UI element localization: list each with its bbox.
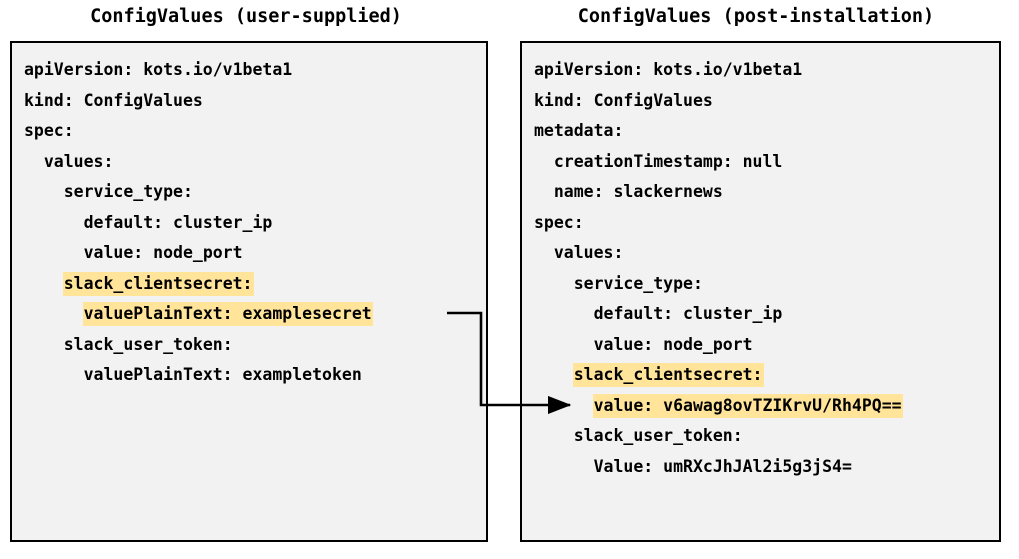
code-text-highlighted: valuePlainText: examplesecret: [82, 302, 373, 326]
code-text: Value: umRXcJhJAl2i5g3jS4=: [593, 456, 852, 476]
code-indent: [534, 426, 574, 445]
code-text-highlighted: value: v6awag8ovTZIKrvU/Rh4PQ==: [592, 393, 903, 418]
code-line: creationTimestamp: null: [534, 147, 999, 178]
code-indent: [24, 365, 84, 384]
code-line: valuePlainText: exampletoken: [24, 360, 486, 391]
code-text: value: node_port: [593, 334, 753, 354]
code-indent: [24, 243, 84, 262]
code-text: slack_user_token:: [63, 334, 233, 354]
code-text: value: node_port: [83, 243, 243, 262]
code-indent: [534, 152, 554, 171]
panel-user-supplied: ConfigValues (user-supplied) apiVersion:…: [0, 0, 492, 559]
code-line: name: slackernews: [534, 177, 999, 208]
code-line: kind: ConfigValues: [24, 86, 486, 117]
code-text: kind: ConfigValues: [534, 90, 713, 110]
code-text: spec:: [24, 121, 74, 140]
code-indent: [534, 243, 554, 262]
code-lines-post-installation: apiVersion: kots.io/v1beta1 kind: ConfigV…: [534, 55, 999, 482]
code-text: kind: ConfigValues: [24, 90, 203, 110]
code-text: default: cluster_ip: [593, 304, 783, 323]
code-line: spec:: [24, 116, 486, 147]
panel-title-post-installation: ConfigValues (post-installation): [577, 6, 935, 27]
code-line: Value: umRXcJhJAl2i5g3jS4=: [534, 452, 999, 483]
code-line: spec:: [534, 208, 999, 239]
code-indent: [24, 152, 44, 171]
code-text: apiVersion: kots.io/v1beta1: [24, 60, 293, 79]
code-text: service_type:: [63, 182, 193, 201]
code-text: values:: [43, 151, 114, 171]
code-text: creationTimestamp: null: [553, 151, 783, 171]
code-line: values:: [24, 147, 486, 178]
code-line: default: cluster_ip: [24, 208, 486, 239]
code-line: kind: ConfigValues: [534, 86, 999, 117]
code-text: default: cluster_ip: [83, 212, 273, 232]
code-indent: [534, 182, 554, 201]
code-indent: [24, 335, 64, 354]
code-text-highlighted: slack_clientsecret:: [62, 271, 254, 296]
code-box-user-supplied: apiVersion: kots.io/v1beta1 kind: ConfigV…: [10, 41, 488, 542]
code-line: slack_user_token:: [24, 330, 486, 361]
code-text: slack_user_token:: [573, 426, 743, 445]
code-box-post-installation: apiVersion: kots.io/v1beta1 kind: ConfigV…: [520, 41, 1001, 542]
code-line: value: v6awag8ovTZIKrvU/Rh4PQ==: [534, 391, 999, 422]
code-text: service_type:: [573, 273, 703, 293]
code-indent: [24, 274, 64, 293]
code-line: default: cluster_ip: [534, 299, 999, 330]
code-indent: [534, 335, 594, 354]
code-line: value: node_port: [534, 330, 999, 361]
code-line: slack_user_token:: [534, 421, 999, 452]
code-line: slack_clientsecret:: [24, 269, 486, 300]
code-line: values:: [534, 238, 999, 269]
code-text: values:: [553, 243, 624, 262]
code-indent: [24, 213, 84, 232]
code-indent: [534, 396, 594, 415]
code-indent: [534, 304, 594, 323]
code-text: name: slackernews: [553, 182, 723, 201]
code-line: apiVersion: kots.io/v1beta1: [534, 55, 999, 86]
code-line: service_type:: [534, 269, 999, 300]
code-text: metadata:: [534, 121, 624, 140]
code-indent: [534, 365, 574, 384]
code-line: service_type:: [24, 177, 486, 208]
code-line: apiVersion: kots.io/v1beta1: [24, 55, 486, 86]
code-indent: [24, 304, 84, 323]
code-line: value: node_port: [24, 238, 486, 269]
code-line: metadata:: [534, 116, 999, 147]
code-indent: [534, 274, 574, 293]
code-text-highlighted: slack_clientsecret:: [572, 363, 764, 387]
code-line: slack_clientsecret:: [534, 360, 999, 391]
code-indent: [534, 457, 594, 476]
panel-title-user-supplied: ConfigValues (user-supplied): [90, 6, 402, 27]
panel-post-installation: ConfigValues (post-installation) apiVers…: [510, 0, 1002, 559]
code-text: valuePlainText: exampletoken: [83, 365, 362, 384]
code-text: spec:: [534, 212, 584, 232]
code-line: valuePlainText: examplesecret: [24, 299, 486, 330]
code-lines-user-supplied: apiVersion: kots.io/v1beta1 kind: ConfigV…: [24, 55, 486, 391]
code-indent: [24, 182, 64, 201]
code-text: apiVersion: kots.io/v1beta1: [534, 60, 803, 79]
